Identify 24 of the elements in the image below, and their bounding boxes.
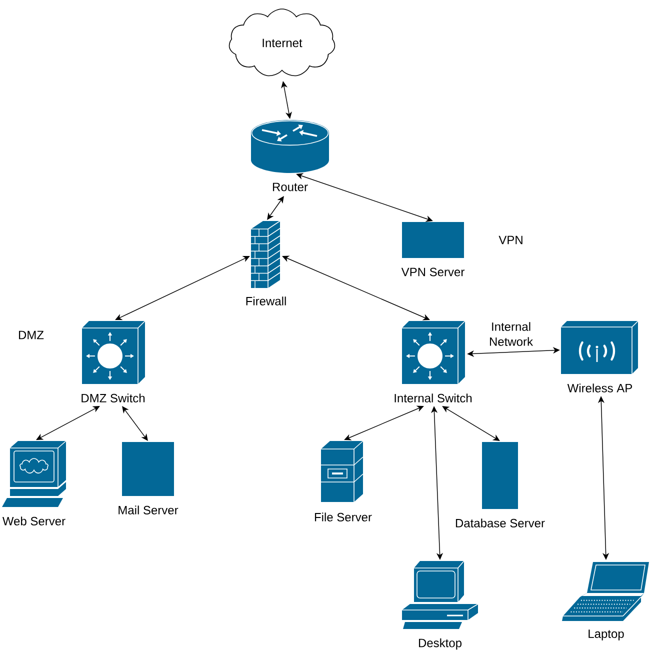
- device-label: Web Server: [2, 516, 66, 526]
- device-label: DMZ Switch: [82, 394, 145, 402]
- arrow: [122, 406, 148, 441]
- device-label: Firewall: [246, 296, 286, 306]
- zone-label: DMZ: [19, 330, 44, 340]
- device-label: Mail Server: [118, 506, 178, 514]
- device-label: File Server: [314, 512, 372, 522]
- device-label: Laptop: [588, 630, 624, 640]
- arrow: [115, 256, 250, 320]
- device-label: VPN Server: [401, 268, 464, 276]
- arrow: [267, 196, 284, 220]
- zone-label: VPN: [498, 236, 522, 244]
- arrow: [344, 406, 424, 440]
- device-label: Wireless AP: [567, 384, 632, 392]
- arrow: [296, 173, 433, 222]
- cloud: Internet: [228, 8, 336, 76]
- device-label: Desktop: [418, 638, 462, 650]
- arrow: [36, 406, 100, 440]
- zone-label: Internal Network: [490, 322, 534, 346]
- device-label: Database Server: [456, 518, 545, 528]
- arrow: [282, 256, 430, 320]
- device-label: Router: [272, 182, 308, 192]
- device-label: Internal Switch: [394, 394, 472, 402]
- arrow: [442, 406, 500, 441]
